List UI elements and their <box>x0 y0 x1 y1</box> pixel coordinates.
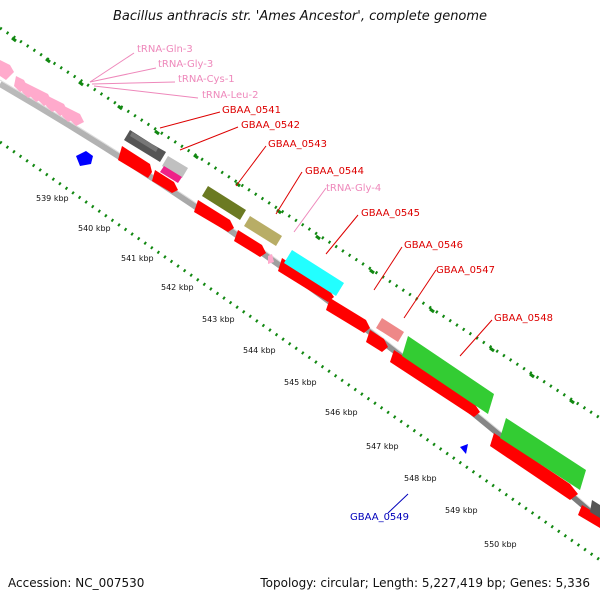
feature-box-cyan[interactable] <box>284 250 344 296</box>
label-gbaa-0541[interactable]: GBAA_0541 <box>222 105 281 116</box>
label-trna-cys-1[interactable]: tRNA-Cys-1 <box>178 74 235 85</box>
tick-542: 542 kbp <box>161 283 194 292</box>
label-gbaa-0543[interactable]: GBAA_0543 <box>268 139 327 150</box>
feature-box-salmon[interactable] <box>376 318 404 342</box>
label-gbaa-0548[interactable]: GBAA_0548 <box>494 313 553 324</box>
label-trna-gln-3[interactable]: tRNA-Gln-3 <box>137 44 193 55</box>
label-gbaa-0546[interactable]: GBAA_0546 <box>404 240 463 251</box>
tick-546: 546 kbp <box>325 408 358 417</box>
tick-544: 544 kbp <box>243 346 276 355</box>
tick-549: 549 kbp <box>445 506 478 515</box>
feature-box-green-2[interactable] <box>500 418 586 490</box>
tick-548: 548 kbp <box>404 474 437 483</box>
gc-content-track <box>0 26 600 562</box>
label-leaders <box>89 52 493 514</box>
cds-arrow[interactable] <box>234 230 266 257</box>
trna-gly-4-feature[interactable] <box>268 254 274 264</box>
label-gbaa-0542[interactable]: GBAA_0542 <box>241 120 300 131</box>
gc-track-inner <box>0 140 600 562</box>
accession-label: Accession: NC_007530 <box>8 576 145 590</box>
tick-550: 550 kbp <box>484 540 517 549</box>
cds-arrow[interactable] <box>278 258 334 302</box>
label-trna-gly-3[interactable]: tRNA-Gly-3 <box>158 59 213 70</box>
cds-arrow[interactable] <box>194 200 234 232</box>
tick-539: 539 kbp <box>36 194 69 203</box>
label-gbaa-0545[interactable]: GBAA_0545 <box>361 208 420 219</box>
gc-dashes <box>11 36 575 405</box>
cds-arrow[interactable] <box>152 170 178 193</box>
trna-cluster[interactable] <box>0 60 84 126</box>
feature-box-gray-2[interactable] <box>590 500 600 518</box>
feature-track <box>124 130 600 518</box>
cds-arrow[interactable] <box>118 146 152 178</box>
feature-box-magenta[interactable] <box>160 166 182 183</box>
feature-box-khaki[interactable] <box>244 216 282 246</box>
cds-arrow[interactable] <box>578 505 600 528</box>
feature-labels: tRNA-Gln-3 tRNA-Gly-3 tRNA-Cys-1 tRNA-Le… <box>137 44 553 523</box>
kbp-tick-labels: 539 kbp 540 kbp 541 kbp 542 kbp 543 kbp … <box>36 194 517 549</box>
label-gbaa-0549[interactable]: GBAA_0549 <box>350 512 409 523</box>
map-title: Bacillus anthracis str. 'Ames Ancestor',… <box>112 9 488 24</box>
reverse-feature-small[interactable] <box>460 444 468 454</box>
genome-summary: Topology: circular; Length: 5,227,419 bp… <box>260 576 590 590</box>
feature-box-olive[interactable] <box>202 186 246 220</box>
cds-arrow[interactable] <box>366 330 388 352</box>
tick-540: 540 kbp <box>78 224 111 233</box>
label-gbaa-0547[interactable]: GBAA_0547 <box>436 265 495 276</box>
label-trna-gly-4[interactable]: tRNA-Gly-4 <box>326 183 381 194</box>
cds-arrow[interactable] <box>390 350 480 417</box>
cds-arrow[interactable] <box>326 298 370 333</box>
label-trna-leu-2[interactable]: tRNA-Leu-2 <box>202 90 258 101</box>
tick-547: 547 kbp <box>366 442 399 451</box>
tick-541: 541 kbp <box>121 254 154 263</box>
cds-arrow[interactable] <box>490 433 578 500</box>
forward-cds-track <box>118 146 600 528</box>
tick-545: 545 kbp <box>284 378 317 387</box>
feature-box-lightgray[interactable] <box>162 156 188 178</box>
tick-543: 543 kbp <box>202 315 235 324</box>
reverse-feature-blue[interactable] <box>76 151 93 166</box>
label-gbaa-0544[interactable]: GBAA_0544 <box>305 166 364 177</box>
feature-box-green[interactable] <box>402 336 494 414</box>
